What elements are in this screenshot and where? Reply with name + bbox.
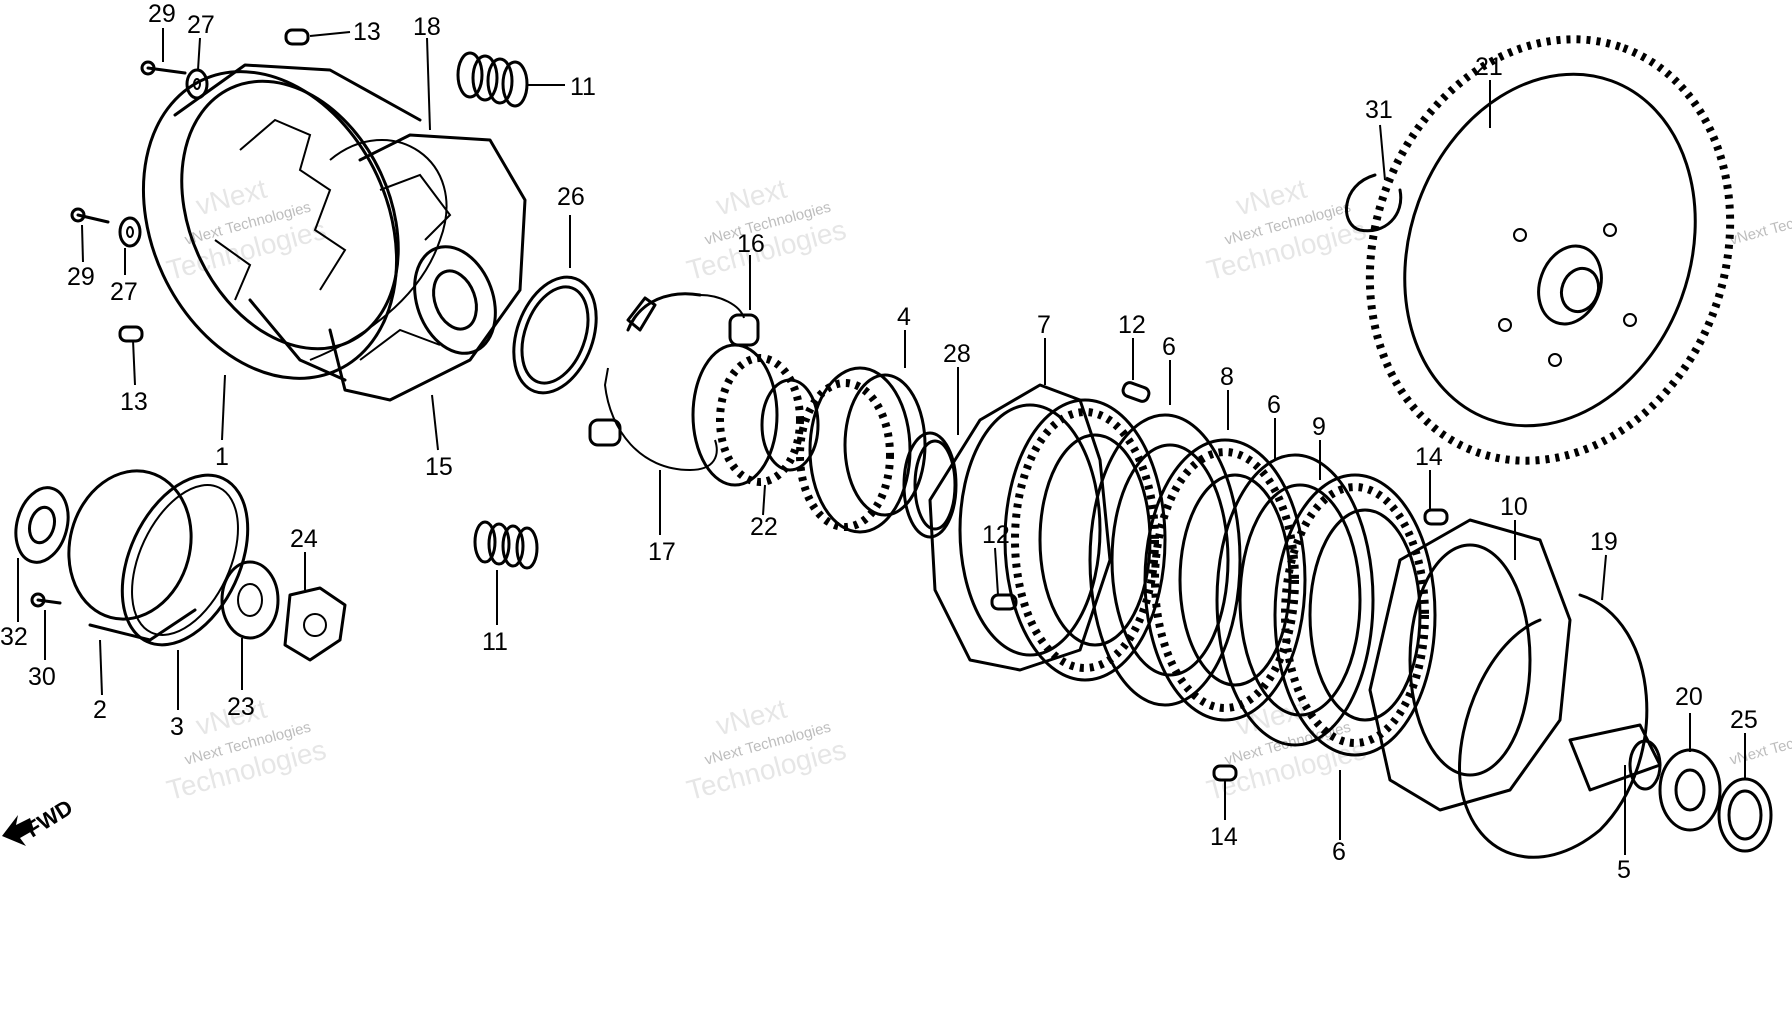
part-6-friction-disc-c [1273,473,1437,757]
callout-21: 21 [1475,53,1503,81]
part-10-end-plate [1368,518,1572,812]
part-16-sensor-cap [626,292,760,347]
part-11-spring-bottom [473,520,539,570]
callout-20: 20 [1675,683,1703,711]
callout-26: 26 [557,183,585,211]
callout-31: 31 [1365,96,1393,124]
callout-13: 13 [120,388,148,416]
part-26-o-ring [512,275,598,395]
part-11-spring-top [456,51,529,108]
part-27-washer-top [185,68,209,100]
callout-6: 6 [1162,333,1176,361]
callout-27: 27 [187,11,215,39]
part-20-bearing [1658,748,1722,832]
callout-22: 22 [750,513,778,541]
callout-29: 29 [148,0,176,28]
callout-6: 6 [1332,838,1346,866]
callout-13: 13 [353,18,381,46]
part-5-sleeve [1568,723,1662,792]
callout-15: 15 [425,453,453,481]
part-23-lock-washer [220,560,280,640]
part-27-washer-left [118,216,142,248]
callout-28: 28 [943,340,971,368]
callout-6: 6 [1267,391,1281,419]
part-18-spring-clip [309,139,448,361]
part-29-bolt-top [140,60,187,76]
fwd-direction-indicator: FWD [2,794,77,846]
watermark-brand: vNext Technologies [1728,199,1792,249]
callout-9: 9 [1312,413,1326,441]
part-12-pin-mid [990,593,1018,611]
callout-4: 4 [897,303,911,331]
callout-labels: 29 27 13 18 11 29 27 13 1 15 26 16 17 22… [0,0,1758,884]
part-14-pin-top [1423,508,1449,526]
part-31-snap-ring [1345,173,1403,233]
callout-10: 10 [1500,493,1528,521]
callout-30: 30 [28,663,56,691]
part-29-bolt-left [70,207,110,224]
part-28-ring [902,431,958,539]
callout-23: 23 [227,693,255,721]
callout-11: 11 [482,628,508,656]
fwd-label: FWD [21,794,77,842]
callout-24: 24 [290,525,318,553]
callout-27: 27 [110,278,138,306]
callout-29: 29 [67,263,95,291]
callout-12: 12 [982,521,1010,549]
part-25-washer [1717,777,1773,853]
part-13-dowel-left [118,325,144,343]
leader-lines [17,28,1746,855]
fwd-arrow-icon [2,815,34,846]
callout-11: 11 [570,73,596,101]
part-6-friction-disc-a [1003,398,1167,682]
callout-14: 14 [1210,823,1238,851]
callout-3: 3 [170,713,184,741]
part-21-driven-gear [1365,35,1735,465]
callout-1: 1 [215,443,229,471]
callout-17: 17 [648,538,676,566]
callout-32: 32 [0,623,28,651]
part-30-bolt [30,592,62,608]
callout-18: 18 [413,13,441,41]
callout-2: 2 [93,696,107,724]
part-13-dowel-top [284,28,310,46]
callout-19: 19 [1590,528,1618,556]
part-7-pressure-plate [928,383,1112,672]
callout-7: 7 [1037,311,1051,339]
part-12-pin-top [1121,381,1151,403]
callout-14: 14 [1415,443,1443,471]
callout-12: 12 [1118,311,1146,339]
part-2-housing [67,469,197,642]
part-17-wire-lead [588,367,718,472]
callout-25: 25 [1730,706,1758,734]
part-6-friction-disc-b [1143,438,1307,722]
part-19-circlip [1458,593,1649,859]
part-8-clutch-plate-a [1088,413,1242,707]
part-1-clutch-outer [141,63,422,382]
callout-16: 16 [737,230,765,258]
callout-8: 8 [1220,363,1234,391]
part-22-drive-gear [691,343,820,487]
part-32-bearing [14,486,70,564]
part-24-nut [283,586,347,662]
callout-5: 5 [1617,856,1631,884]
